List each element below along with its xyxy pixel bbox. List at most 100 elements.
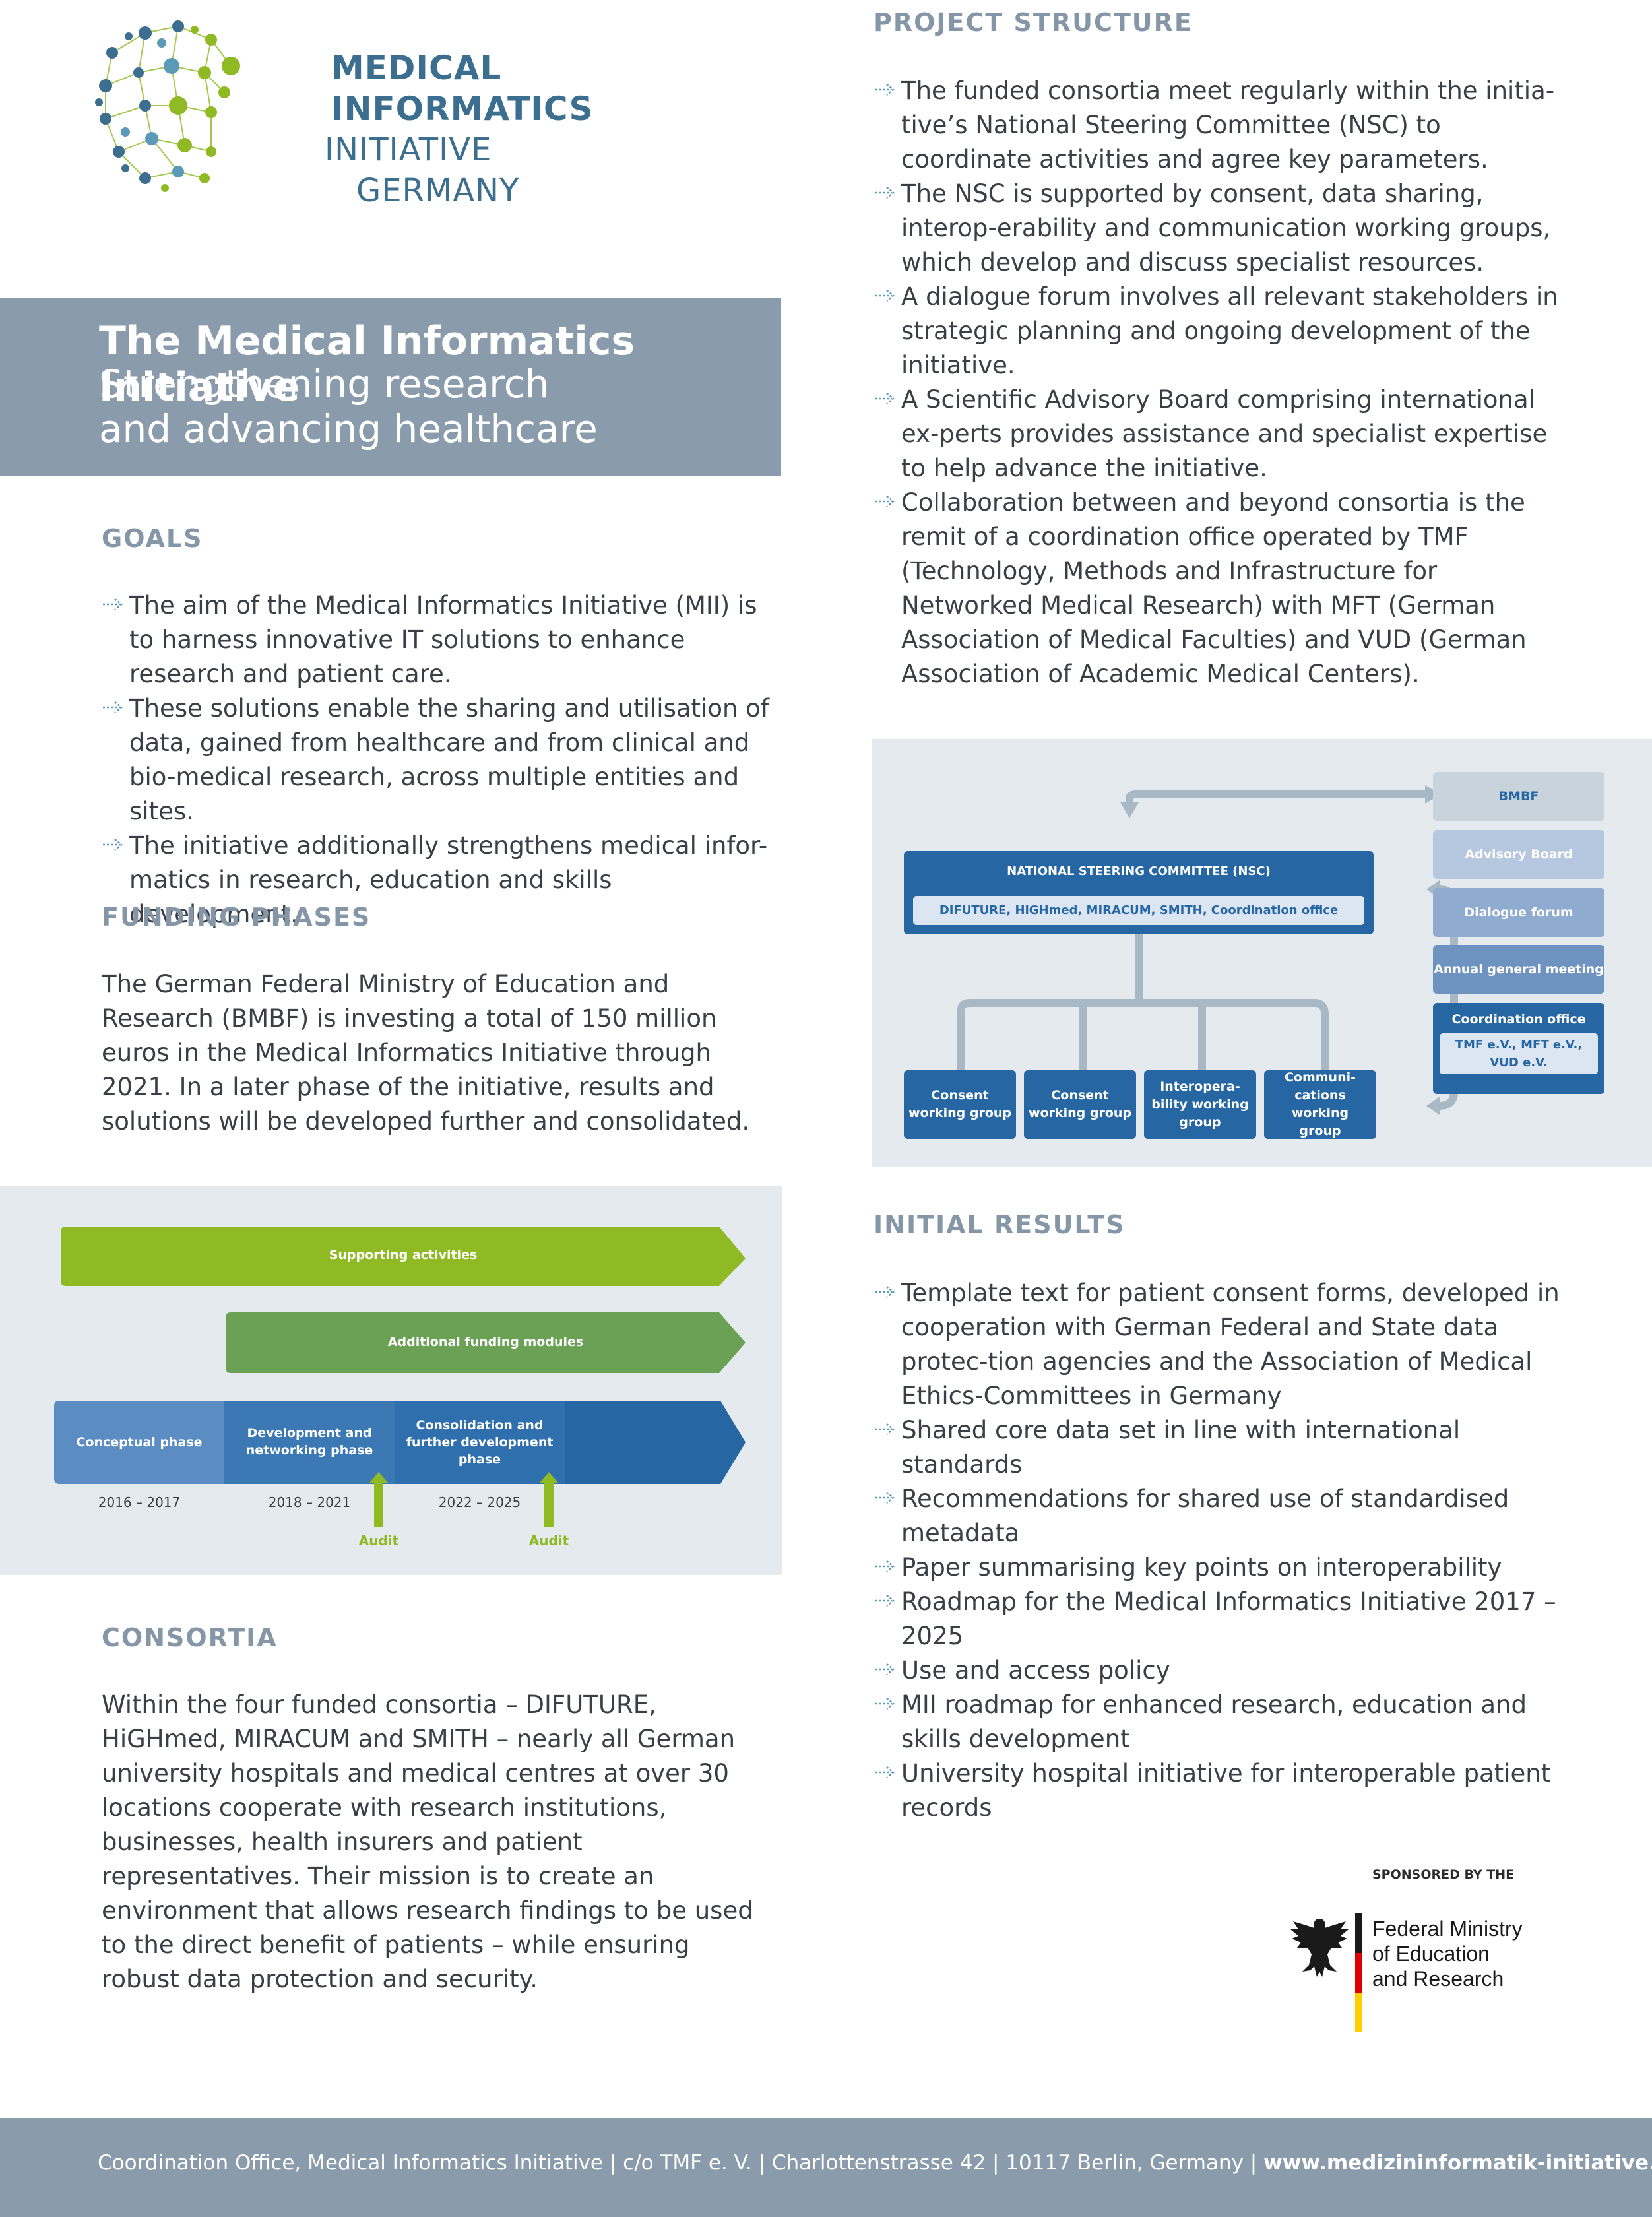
arrow-icon xyxy=(875,1663,895,1675)
supporting-activities-bar xyxy=(61,1227,746,1286)
bmbf-wordmark-line: of Education xyxy=(1372,1942,1490,1966)
goals-item: These solutions enable the sharing and u… xyxy=(102,691,788,829)
bmbf-wordmark-line: and Research xyxy=(1372,1967,1504,1991)
bmbf-wordmark-line: Federal Ministry xyxy=(1372,1917,1523,1941)
structure-item: A dialogue forum involves all relevant s… xyxy=(874,280,1566,383)
bmbf-logo: Federal Ministry of Education and Resear… xyxy=(1287,1913,1564,2045)
results-item: Recommendations for shared use of standa… xyxy=(874,1482,1566,1551)
structure-item-text: A Scientific Advisory Board comprising i… xyxy=(901,385,1548,482)
supporting-activities-label: Supporting activities xyxy=(329,1248,478,1262)
subtitle-line-2: and advancing healthcare xyxy=(99,406,598,451)
goals-item-text: The aim of the Medical Informatics Initi… xyxy=(129,591,757,688)
logo-line-initiative: INITIATIVE xyxy=(325,131,492,168)
wg-consent-1-line: Consent xyxy=(931,1088,989,1103)
consortia-heading: CONSORTIA xyxy=(102,1623,278,1652)
federal-eagle-icon xyxy=(1290,1919,1349,1977)
nsc-box: NATIONAL STEERING COMMITTEE (NSC) DIFUTU… xyxy=(904,851,1374,934)
development-phase-label: Development and networking phase xyxy=(224,1425,395,1459)
results-item: MII roadmap for enhanced research, educa… xyxy=(874,1688,1566,1756)
results-item-text: Shared core data set in line with intern… xyxy=(901,1416,1461,1479)
footer-address: Coordination Office, Medical Informatics… xyxy=(98,2151,1264,2175)
structure-item-text: A dialogue forum involves all relevant s… xyxy=(901,282,1558,379)
footer-url-link[interactable]: www.medizininformatik-initiative.de/en xyxy=(1263,2151,1652,2175)
coordination-office-title: Coordination office xyxy=(1451,1012,1586,1027)
annual-meeting-box: Annual general meeting xyxy=(1433,945,1604,994)
arrow-icon xyxy=(875,290,895,302)
coordination-office-box: Coordination office TMF e.V., MFT e.V., … xyxy=(1433,1003,1604,1094)
page-subtitle: Strengthening research and advancing hea… xyxy=(99,362,759,451)
arrow-icon xyxy=(875,496,895,507)
results-item: Template text for patient consent forms,… xyxy=(874,1276,1566,1413)
year-label-1: 2016 – 2017 xyxy=(98,1494,181,1510)
wg-consent-1: Consent working group xyxy=(904,1070,1016,1139)
project-structure-diagram: NATIONAL STEERING COMMITTEE (NSC) DIFUTU… xyxy=(872,739,1652,1167)
page-title: The Medical Informatics Initiative xyxy=(99,318,635,410)
arrow-icon xyxy=(103,839,123,851)
goals-item-text: The initiative additionally strengthens … xyxy=(129,831,768,928)
goals-item: The initiative additionally strengthens … xyxy=(102,829,788,932)
funding-diagram-shapes xyxy=(54,1227,746,1527)
results-item-text: Paper summarising key points on interope… xyxy=(901,1553,1502,1582)
arrow-icon xyxy=(875,1766,895,1778)
structure-list: The funded consortia meet regularly with… xyxy=(874,74,1566,691)
results-item: Paper summarising key points on interope… xyxy=(874,1551,1566,1585)
development-phase-line: networking phase xyxy=(245,1443,373,1458)
results-item-text: Recommendations for shared use of standa… xyxy=(901,1485,1509,1547)
year-label-3: 2022 – 2025 xyxy=(438,1494,521,1510)
network-globe-icon xyxy=(95,20,240,192)
conceptual-phase-label: Conceptual phase xyxy=(76,1435,203,1450)
audit-label-1: Audit xyxy=(358,1533,399,1549)
results-item-text: Roadmap for the Medical Informatics Init… xyxy=(901,1588,1556,1650)
arrow-head-nsc xyxy=(1120,802,1139,818)
arrow-icon xyxy=(875,1423,895,1435)
development-phase-segment xyxy=(224,1401,395,1484)
results-item: University hospital initiative for inter… xyxy=(874,1756,1566,1825)
wg-consent-1-line: working group xyxy=(908,1106,1012,1120)
additional-funding-bar xyxy=(226,1312,746,1373)
arrow-icon xyxy=(103,598,123,610)
results-list: Template text for patient consent forms,… xyxy=(874,1276,1566,1825)
wg-consent-2-line: working group xyxy=(1028,1106,1132,1120)
wg-communications-line: Communi- xyxy=(1284,1070,1356,1085)
funding-heading: FUNDING PHASES xyxy=(102,903,371,932)
funding-text: The German Federal Ministry of Education… xyxy=(102,970,750,1136)
wg-communications-line: cations working xyxy=(1291,1088,1349,1120)
structure-item-text: The funded consortia meet regularly with… xyxy=(901,77,1555,174)
funding-phases-diagram: Supporting activities Additional funding… xyxy=(0,1186,782,1575)
consolidation-phase-line: further development xyxy=(406,1435,554,1450)
coordination-office-members: TMF e.V., MFT e.V., VUD e.V. xyxy=(1440,1033,1598,1074)
wg-interoperability-line: bility working xyxy=(1151,1097,1249,1112)
results-item-text: MII roadmap for enhanced research, educa… xyxy=(901,1690,1527,1753)
structure-item: The funded consortia meet regularly with… xyxy=(874,74,1566,177)
wg-interoperability-line: Interopera- xyxy=(1160,1079,1240,1094)
results-item-text: Template text for patient consent forms,… xyxy=(901,1279,1560,1410)
arrow-icon xyxy=(875,1595,895,1607)
audit-arrow-1 xyxy=(369,1472,388,1527)
nsc-title: NATIONAL STEERING COMMITTEE (NSC) xyxy=(1007,864,1271,878)
goals-item: The aim of the Medical Informatics Initi… xyxy=(102,589,788,691)
phase-arrow-head xyxy=(565,1401,746,1484)
arrow-icon xyxy=(875,393,895,404)
nsc-members: DIFUTURE, HiGHmed, MIRACUM, SMITH, Coord… xyxy=(913,896,1364,925)
arrow-icon xyxy=(875,1698,895,1710)
wg-communications-line: group xyxy=(1299,1124,1341,1138)
logo-line-medical: MEDICAL xyxy=(331,49,502,87)
conceptual-phase-segment xyxy=(54,1401,224,1484)
structure-heading: PROJECT STRUCTURE xyxy=(874,8,1193,37)
coordination-office-line: VUD e.V. xyxy=(1490,1056,1548,1070)
bmbf-wordmark: Federal Ministry of Education and Resear… xyxy=(1372,1916,1523,1991)
arrow-icon xyxy=(875,1560,895,1572)
logo-line-informatics: INFORMATICS xyxy=(331,90,594,128)
results-heading: INITIAL RESULTS xyxy=(874,1210,1126,1239)
coordination-office-line: TMF e.V., MFT e.V., xyxy=(1455,1038,1583,1052)
arrow-icon xyxy=(875,84,895,96)
results-item: Use and access policy xyxy=(874,1654,1566,1688)
arrow-head-wg-right xyxy=(1426,1097,1440,1115)
flag-stripe-black xyxy=(1355,1913,1362,1953)
goals-list: The aim of the Medical Informatics Initi… xyxy=(102,589,788,932)
footer-text: Coordination Office, Medical Informatics… xyxy=(98,2151,1652,2175)
audit-label-2: Audit xyxy=(528,1533,569,1549)
structure-item: A Scientific Advisory Board comprising i… xyxy=(874,383,1566,486)
dialogue-forum-box: Dialogue forum xyxy=(1433,888,1604,937)
